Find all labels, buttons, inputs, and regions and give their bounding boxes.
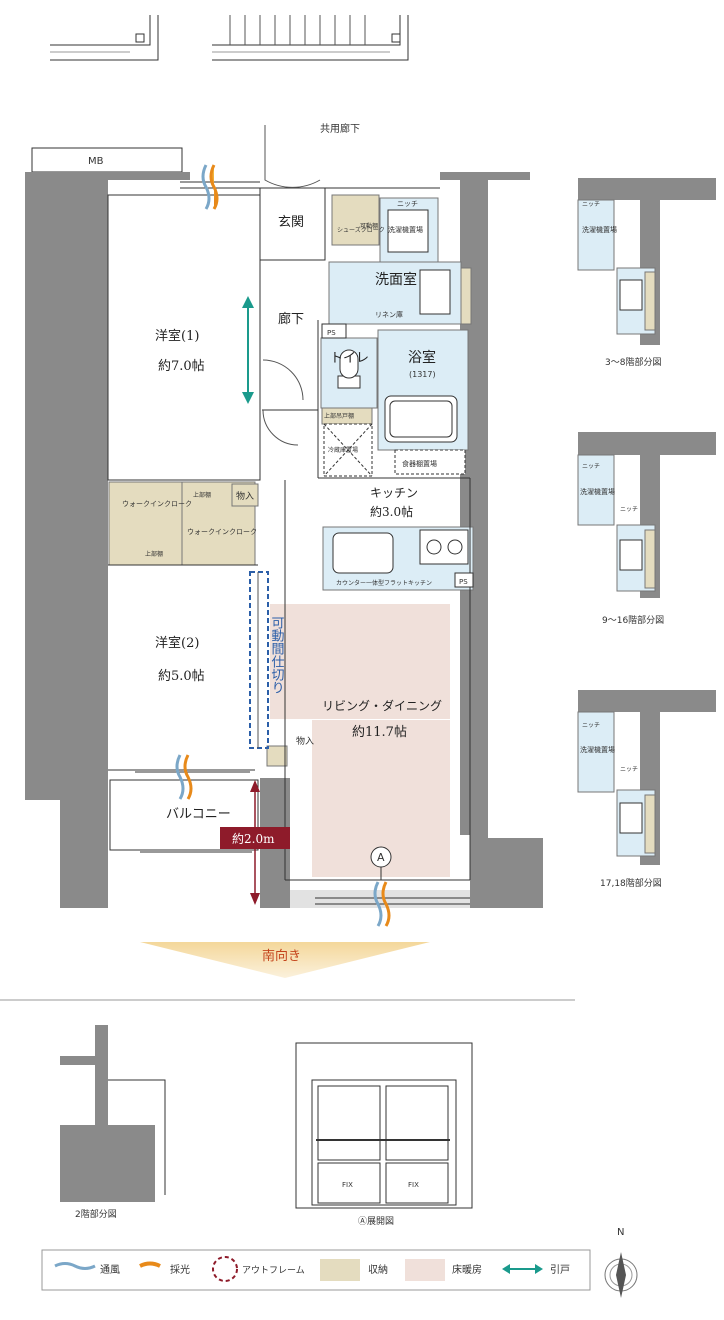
wind-light-balcony	[175, 754, 193, 800]
room1-name: 洋室(1)	[155, 328, 199, 344]
kitchen-name: キッチン	[370, 486, 418, 500]
south-arrow	[140, 942, 430, 978]
ld-name: リビング・ダイニング	[322, 698, 442, 713]
legend-wind-label: 通風	[100, 1264, 120, 1276]
entrance-label: 玄関	[278, 215, 304, 230]
legend-outframe-label: アウトフレーム	[242, 1265, 305, 1276]
legend-box	[41, 1249, 591, 1291]
compass-north-label: N	[617, 1227, 624, 1238]
balcony-depth-badge	[220, 827, 290, 849]
kitchen-size: 約3.0帖	[370, 504, 413, 519]
partial-9-16-caption: 9～16階部分図	[602, 614, 664, 626]
ld-size: 約11.7帖	[352, 725, 407, 740]
south-label: 南向き	[262, 948, 301, 964]
upper-shelf-1: 上部棚	[193, 491, 211, 499]
room2-name: 洋室(2)	[155, 635, 199, 651]
partial-diagram-9-16	[577, 432, 716, 598]
room2-size: 約5.0帖	[158, 669, 205, 684]
niche-label: ニッチ	[397, 200, 418, 208]
storage-label-1: 物入	[236, 490, 254, 502]
corridor-label: 共用廊下	[320, 122, 360, 135]
balcony-depth-text: 約2.0m	[232, 831, 275, 846]
hallway-label: 廊下	[278, 311, 304, 327]
toilet-shelf-label: 上部吊戸棚	[324, 412, 354, 420]
partial-3-8-caption: 3～8階部分図	[605, 356, 661, 368]
p1-niche: ニッチ	[582, 201, 600, 208]
fridge-label: 冷蔵庫置場	[328, 446, 358, 454]
p3-niche-2: ニッチ	[620, 766, 638, 773]
marker-a-text: A	[377, 851, 385, 864]
legend-sliding-door-icon	[502, 1264, 543, 1274]
room1-size: 約7.0帖	[158, 359, 205, 374]
wind-light-top	[201, 164, 219, 210]
storage-label-2: 物入	[296, 735, 314, 747]
legend-floorheat-label: 床暖房	[452, 1263, 482, 1276]
ps-label-1: PS	[327, 329, 336, 337]
p2-washer: 洗濯機置場	[580, 487, 615, 496]
counter-label: カウンター一体型フラットキッチン	[336, 579, 432, 587]
p1-washer: 洗濯機置場	[582, 225, 617, 234]
p3-niche: ニッチ	[582, 722, 600, 729]
mb-label: MB	[88, 156, 104, 167]
p3-washer: 洗濯機置場	[580, 745, 615, 754]
partial-diagram-2f	[60, 1025, 166, 1202]
legend-light-label: 採光	[170, 1263, 190, 1276]
p2-niche-2: ニッチ	[620, 506, 638, 513]
movable-shelf-label: 可動棚	[360, 222, 378, 230]
wind-light-living	[373, 881, 391, 927]
legend-wind-icon	[54, 1262, 96, 1270]
main-floor-plan	[25, 125, 543, 927]
partial-diagram-3-8	[577, 178, 716, 345]
legend-sliding-label: 引戸	[550, 1264, 570, 1276]
legend-floorheat-swatch	[405, 1259, 445, 1281]
partial-2f-caption: 2階部分図	[75, 1208, 117, 1220]
mb-box	[31, 147, 183, 173]
elev-fix-2: FIX	[408, 1181, 419, 1189]
elevation-a	[295, 1042, 473, 1209]
compass-icon	[604, 1252, 638, 1298]
legend-outframe-icon	[212, 1256, 238, 1282]
wic-label-1: ウォークインクローク	[122, 500, 192, 508]
sliding-door-room1	[242, 296, 254, 404]
cupboard-label: 食器棚置場	[402, 459, 437, 468]
balcony-label: バルコニー	[166, 807, 231, 822]
partial-diagram-17-18	[577, 690, 716, 865]
washroom-label: 洗面室	[375, 271, 417, 288]
linen-label: リネン庫	[375, 310, 403, 319]
p2-niche: ニッチ	[582, 463, 600, 470]
partial-17-18-caption: 17,18階部分図	[600, 877, 662, 889]
partition-label: 可動間仕切り	[269, 616, 285, 694]
shoes-closet-label: シューズクローク	[337, 226, 385, 234]
top-partial-drawings	[50, 15, 409, 61]
ps-label-2: PS	[459, 578, 468, 586]
toilet-label: トイレ	[330, 351, 369, 366]
elev-fix-1: FIX	[342, 1181, 353, 1189]
legend-storage-swatch	[320, 1259, 360, 1281]
wic-label-2: ウォークインクローク	[187, 528, 257, 536]
legend-light-icon	[139, 1261, 161, 1268]
elevation-caption: Ⓐ展開図	[358, 1216, 394, 1227]
washer-area-label: 洗濯機置場	[388, 225, 423, 234]
bath-size-label: (1317)	[409, 370, 436, 379]
legend-storage-label: 収納	[368, 1263, 388, 1276]
upper-shelf-2: 上部棚	[145, 550, 163, 558]
bath-label: 浴室	[408, 349, 436, 366]
